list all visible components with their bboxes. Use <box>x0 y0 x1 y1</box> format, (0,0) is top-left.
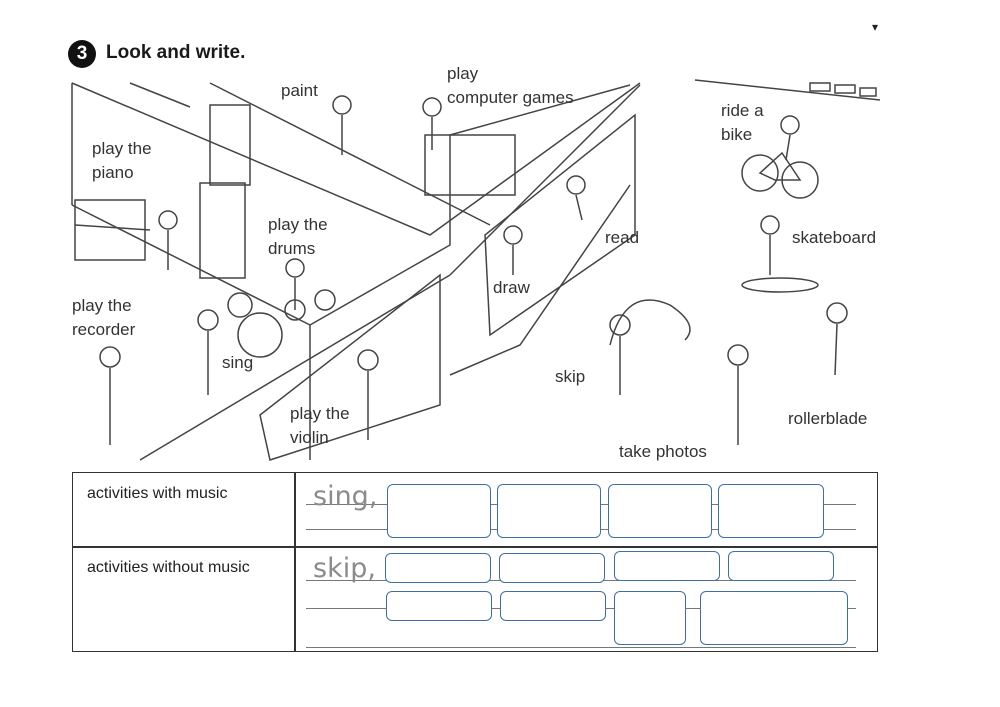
answer-box[interactable] <box>728 551 834 581</box>
example-answer-sing: sing, <box>313 481 378 512</box>
answer-box[interactable] <box>614 551 720 581</box>
label-ride-a-bike: ride a bike <box>721 101 764 144</box>
label-play-computer-games: play computer games <box>447 64 574 107</box>
label-play-the-piano: play the piano <box>92 139 152 182</box>
answer-box[interactable] <box>614 591 686 645</box>
answer-box[interactable] <box>385 553 491 583</box>
answer-table: activities with music sing, activities w… <box>72 472 878 652</box>
label-take-photos: take photos <box>619 442 707 461</box>
table-column-divider <box>294 473 296 651</box>
label-play-the-drums: play the drums <box>268 215 328 258</box>
label-play-the-recorder: play the recorder <box>72 296 136 339</box>
label-skip: skip <box>555 367 586 386</box>
label-draw: draw <box>493 278 530 297</box>
answer-box[interactable] <box>386 591 492 621</box>
label-play-the-violin: play the violin <box>290 404 350 447</box>
answer-box[interactable] <box>500 591 606 621</box>
answer-box[interactable] <box>387 484 491 538</box>
answer-box[interactable] <box>700 591 848 645</box>
answer-box[interactable] <box>718 484 824 538</box>
scene-illustration: paint play computer games ride a bike pl… <box>70 64 890 465</box>
label-read: read <box>605 228 640 247</box>
example-answer-skip: skip, <box>313 553 376 584</box>
school-building-drawing <box>71 79 881 461</box>
exercise-title: Look and write. <box>106 42 246 63</box>
label-skateboard: skateboard <box>792 228 877 247</box>
answer-box[interactable] <box>499 553 605 583</box>
table-row-divider <box>73 546 877 548</box>
exercise-number: 3 <box>68 40 96 68</box>
label-sing: sing <box>222 353 254 372</box>
answer-box[interactable] <box>608 484 712 538</box>
writing-line <box>306 647 856 648</box>
corner-marker: ▾ <box>872 20 879 34</box>
label-paint: paint <box>281 81 318 100</box>
category-without-music: activities without music <box>87 559 250 576</box>
category-with-music: activities with music <box>87 485 228 502</box>
label-rollerblade: rollerblade <box>788 409 868 428</box>
answer-box[interactable] <box>497 484 601 538</box>
